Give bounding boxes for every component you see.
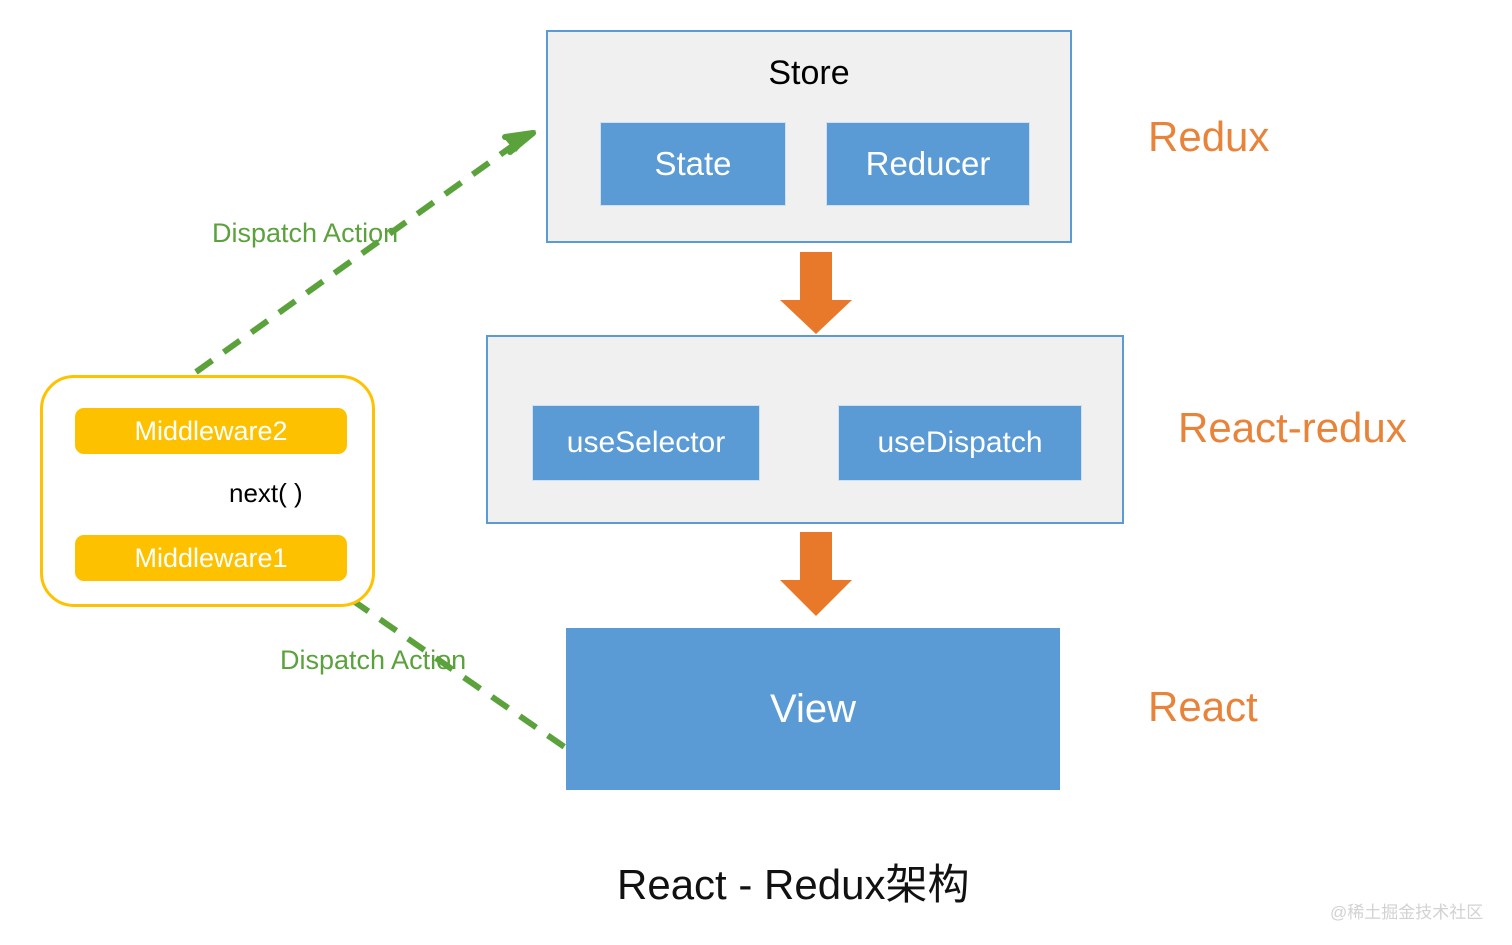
store-item-reducer-label: Reducer bbox=[865, 145, 991, 182]
view-label: View bbox=[770, 686, 856, 731]
store-panel: Store State Reducer bbox=[546, 30, 1072, 243]
middleware-item-2-label: Middleware2 bbox=[134, 415, 288, 446]
react-redux-item-usedispatch[interactable]: useDispatch bbox=[838, 405, 1082, 481]
view-box[interactable]: View bbox=[566, 628, 1060, 790]
middleware-item-2[interactable]: Middleware2 bbox=[75, 408, 347, 454]
next-call-label: next( ) bbox=[229, 478, 303, 508]
store-title: Store bbox=[768, 54, 850, 92]
store-item-reducer[interactable]: Reducer bbox=[826, 122, 1030, 206]
middleware-container: Middleware2 next( ) Middleware1 bbox=[40, 375, 375, 607]
section-label-redux: Redux bbox=[1148, 113, 1270, 160]
middleware-item-1-label: Middleware1 bbox=[134, 542, 288, 573]
store-item-state[interactable]: State bbox=[600, 122, 786, 206]
watermark: @稀土掘金技术社区 bbox=[1330, 903, 1484, 922]
dispatch-action-arrow-to-store bbox=[194, 130, 536, 375]
react-redux-panel: useSelector useDispatch bbox=[486, 335, 1124, 524]
store-item-state-label: State bbox=[654, 145, 732, 182]
arrow-react-redux-to-view bbox=[780, 532, 852, 616]
react-redux-item-useselector-label: useSelector bbox=[566, 426, 726, 459]
arrow-store-to-react-redux bbox=[780, 252, 852, 334]
dispatch-action-label-store: Dispatch Action bbox=[212, 218, 399, 248]
section-label-react-redux: React-redux bbox=[1178, 404, 1407, 451]
section-label-react: React bbox=[1148, 683, 1258, 730]
diagram-title: React - Redux架构 bbox=[617, 861, 970, 908]
react-redux-item-useselector[interactable]: useSelector bbox=[532, 405, 760, 481]
dispatch-action-label-view: Dispatch Action bbox=[280, 645, 467, 675]
react-redux-item-usedispatch-label: useDispatch bbox=[877, 426, 1043, 459]
middleware-item-1[interactable]: Middleware1 bbox=[75, 535, 347, 581]
